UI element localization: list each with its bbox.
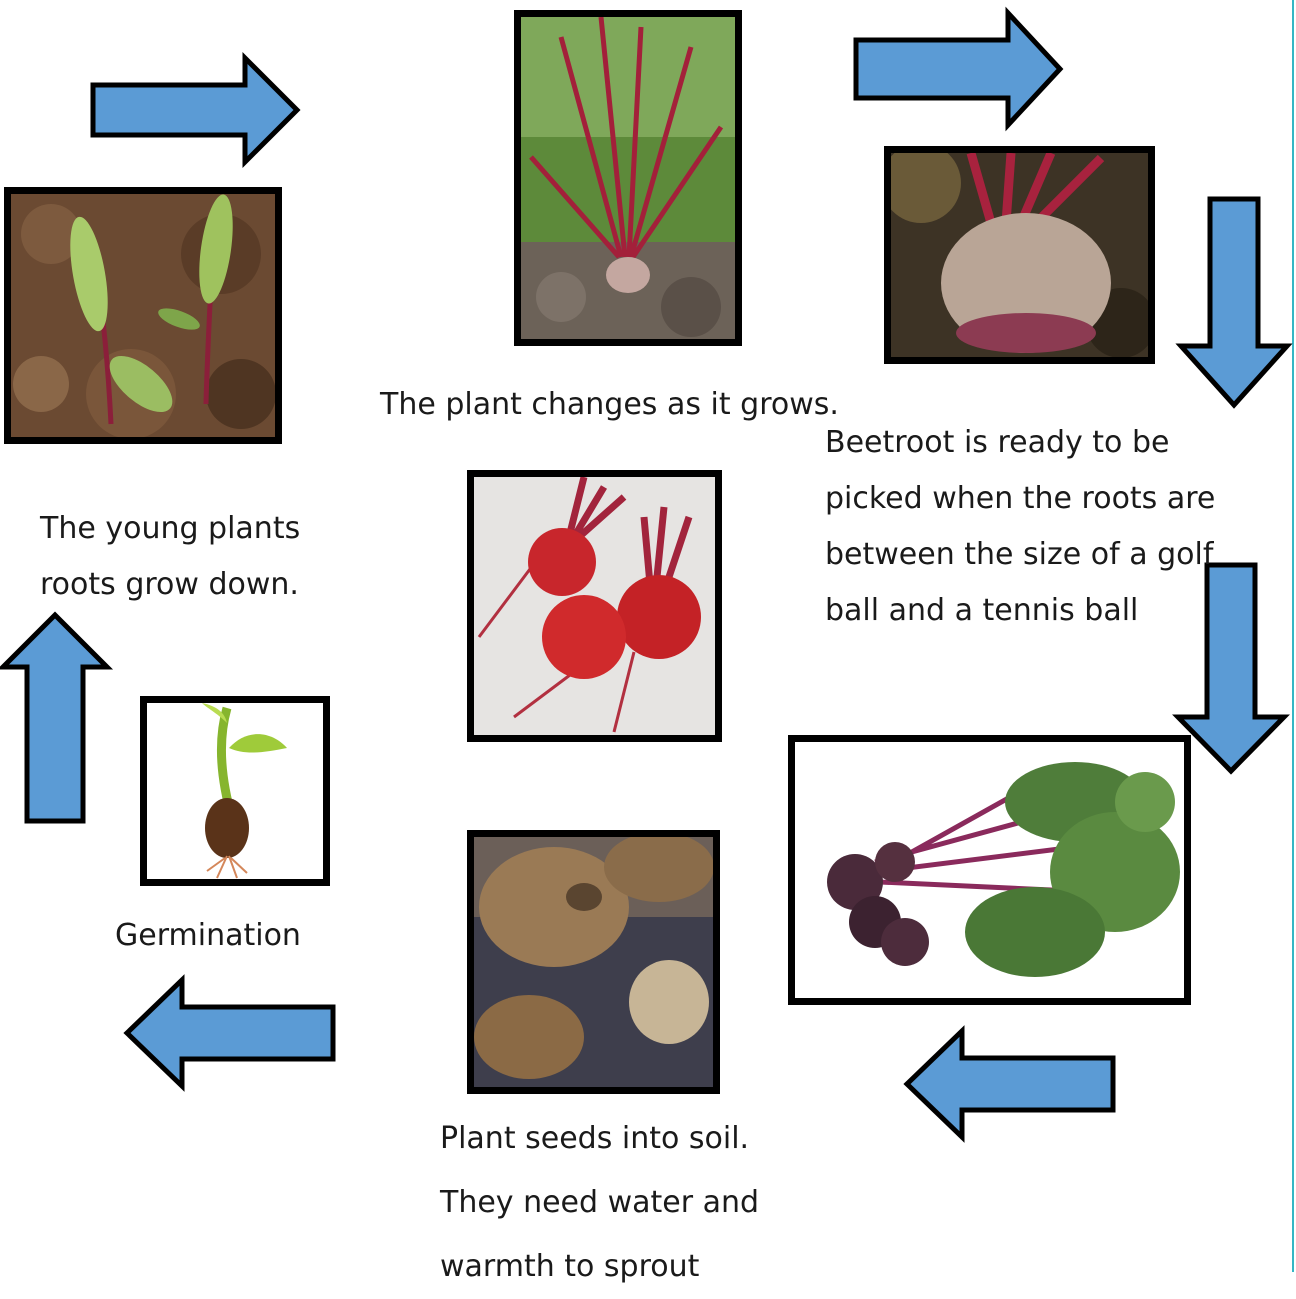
arrow-left-icon [904, 1028, 1116, 1140]
seedlings-photo [4, 187, 282, 444]
mature-beetroot-photo [884, 146, 1155, 364]
arrow-right-icon [90, 55, 300, 165]
caption-plant-seeds: Plant seeds into soil. They need water a… [440, 1107, 759, 1299]
caption-line: between the size of a golf [825, 527, 1215, 583]
arrow-right-icon [853, 10, 1063, 128]
arrow-up-icon [0, 612, 110, 824]
caption-line: warmth to sprout [440, 1235, 759, 1299]
caption-plant-changes: The plant changes as it grows. [380, 377, 839, 433]
germinating-seed-icon [140, 696, 330, 886]
beetroot-seeds-photo [467, 830, 720, 1094]
caption-line: picked when the roots are [825, 471, 1215, 527]
beetroots-photo [467, 470, 722, 742]
arrow-down-icon [1178, 196, 1290, 408]
page-edge-line [1292, 0, 1294, 1272]
caption-line: Plant seeds into soil. [440, 1107, 759, 1171]
caption-line: They need water and [440, 1171, 759, 1235]
caption-young-plants: The young plants roots grow down. [40, 501, 300, 613]
caption-line: ball and a tennis ball [825, 583, 1215, 639]
growing-beetroot-photo [514, 10, 742, 346]
caption-line: Beetroot is ready to be [825, 415, 1215, 471]
caption-ready-to-pick: Beetroot is ready to be picked when the … [825, 415, 1215, 639]
caption-line: The young plants [40, 501, 300, 557]
arrow-left-icon [124, 977, 336, 1089]
caption-line: roots grow down. [40, 557, 300, 613]
caption-germination: Germination [115, 908, 301, 964]
harvested-beetroot-bunch-photo [788, 735, 1191, 1005]
